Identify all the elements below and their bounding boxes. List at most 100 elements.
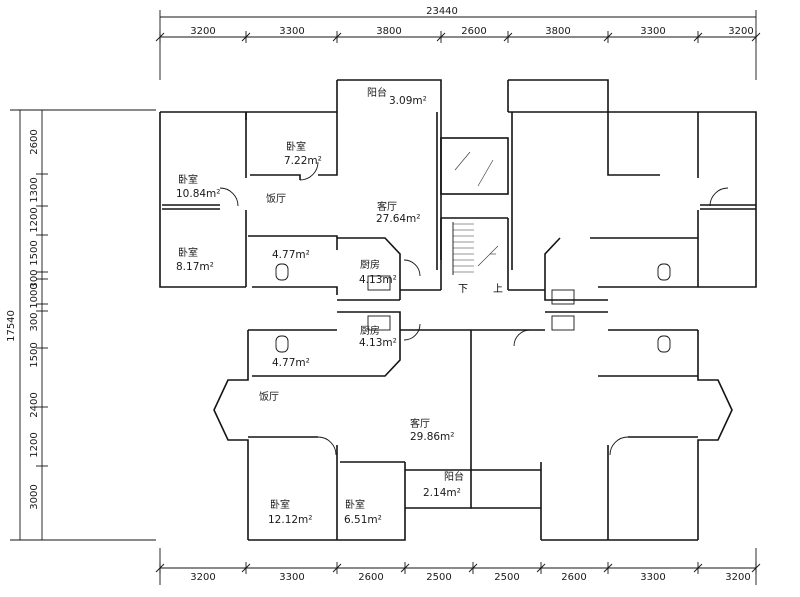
kitchen-upper xyxy=(337,237,401,301)
left-dim-2: 1300 xyxy=(29,177,40,202)
top-dim-3: 3800 xyxy=(376,26,401,37)
bed-c-name: 卧室 xyxy=(178,246,198,259)
bottom-dim-2: 3300 xyxy=(279,572,304,583)
bath-lower xyxy=(248,329,337,377)
living-lower-name: 客厅 xyxy=(410,417,430,430)
sink-icon xyxy=(551,315,575,331)
left-dim-4: 1500 xyxy=(29,240,40,265)
upper-right-kitchen xyxy=(544,237,608,301)
upper-right-balcony xyxy=(507,79,609,113)
toilet-icon xyxy=(657,335,671,353)
bed-d-area: 12.12m² xyxy=(268,514,313,526)
living-lower-area: 29.86m² xyxy=(410,431,455,443)
shaft-mark xyxy=(477,159,494,187)
lower-left-bedrooms xyxy=(248,436,406,541)
left-dim-7: 300 xyxy=(29,312,40,331)
upper-right-bed-a xyxy=(607,112,660,176)
stair-walls xyxy=(440,217,509,290)
bedroom-divider xyxy=(162,204,220,210)
left-dimension-chain: 17540 2600 1300 1200 1500 300 1000 300 1… xyxy=(6,109,156,541)
stair-down-label: 下 xyxy=(458,284,468,295)
top-dim-2: 3300 xyxy=(279,26,304,37)
core-shaft xyxy=(440,137,509,195)
kitchen-upper-area: 4.13m² xyxy=(359,274,397,286)
balcony-bottom-right xyxy=(471,469,541,509)
kitchen-lower-name: 厨房 xyxy=(360,324,380,337)
lower-left-west-wall xyxy=(213,330,249,540)
bath-upper-bottom xyxy=(252,286,338,295)
sink-icon xyxy=(367,315,391,331)
lower-right-east-wall xyxy=(697,330,733,540)
kitchen-lower xyxy=(337,311,401,377)
top-dim-1: 3200 xyxy=(190,26,215,37)
upper-right-bed-divider xyxy=(700,204,756,210)
top-dim-4: 2600 xyxy=(461,26,486,37)
bed-b-area: 10.84m² xyxy=(176,188,221,200)
dining-upper-name: 饭厅 xyxy=(266,193,286,205)
left-dim-5: 300 xyxy=(29,269,40,288)
living-upper-area: 27.64m² xyxy=(376,213,421,225)
bath-upper-top xyxy=(248,235,338,250)
bottom-dim-6: 2600 xyxy=(561,572,586,583)
bed-a-name: 卧室 xyxy=(286,140,306,153)
bottom-dim-5: 2500 xyxy=(494,572,519,583)
dining-lower-name: 饭厅 xyxy=(259,391,279,403)
left-dim-8: 1500 xyxy=(29,342,40,367)
toilet-icon xyxy=(275,335,289,353)
top-ticks xyxy=(155,31,761,43)
left-dim-9: 2400 xyxy=(29,392,40,417)
upper-left-west-wall xyxy=(159,112,246,288)
sink-icon xyxy=(551,289,575,305)
lower-right-bedrooms xyxy=(540,436,698,541)
bed-b-name: 卧室 xyxy=(178,173,198,186)
bottom-dim-1: 3200 xyxy=(190,572,215,583)
left-dim-3: 1200 xyxy=(29,207,40,232)
bed-c-area: 8.17m² xyxy=(176,261,214,273)
bottom-ticks xyxy=(155,562,761,574)
balcony-bottom-left xyxy=(405,469,472,509)
room-labels: 阳台 3.09m² 卧室 7.22m² 卧室 10.84m² 饭厅 客厅 27.… xyxy=(176,86,464,526)
bottom-dim-3: 2600 xyxy=(358,572,383,583)
balcony-bottom-name: 阳台 xyxy=(444,470,464,483)
left-ticks xyxy=(36,109,48,541)
bed-a-wall xyxy=(250,112,338,180)
door-swings xyxy=(219,161,729,456)
bed-a-area: 7.22m² xyxy=(284,155,322,167)
balcony-top-area: 3.09m² xyxy=(389,95,427,107)
kitchen-lower-area: 4.13m² xyxy=(359,337,397,349)
sink-icon xyxy=(367,275,391,291)
upper-right-bath xyxy=(590,237,698,288)
top-dim-6: 3300 xyxy=(640,26,665,37)
bottom-dimension-chain: 3200 3300 2600 2500 2500 2600 3300 3200 xyxy=(155,548,761,585)
overall-depth-label: 17540 xyxy=(6,310,17,342)
central-corridor xyxy=(400,289,545,331)
top-dim-7: 3200 xyxy=(728,26,753,37)
bath-lower-area: 4.77m² xyxy=(272,357,310,369)
bottom-dim-7: 3300 xyxy=(640,572,665,583)
toilet-icon xyxy=(275,263,289,281)
stair-up-label: 上 xyxy=(493,283,503,295)
kitchen-upper-name: 厨房 xyxy=(360,258,380,271)
balcony-top-name: 阳台 xyxy=(367,86,387,99)
top-dim-5: 3800 xyxy=(545,26,570,37)
bottom-dim-4: 2500 xyxy=(426,572,451,583)
walls: 下 上 xyxy=(159,79,757,541)
top-dimension-chain: 23440 3200 3300 3800 2600 3800 3300 3200 xyxy=(155,6,761,80)
bed-d-name: 卧室 xyxy=(270,498,290,511)
toilet-icon xyxy=(657,263,671,281)
lower-right-service xyxy=(545,311,698,377)
left-dim-11: 3000 xyxy=(29,484,40,509)
living-upper-name: 客厅 xyxy=(377,200,397,213)
bed-e-name: 卧室 xyxy=(345,498,365,511)
left-dim-10: 1200 xyxy=(29,432,40,457)
upper-right-outer-wall xyxy=(608,111,757,288)
balcony-bottom-area: 2.14m² xyxy=(423,487,461,499)
bed-e-area: 6.51m² xyxy=(344,514,382,526)
stair-treads xyxy=(452,222,499,275)
bottom-dim-8: 3200 xyxy=(725,572,750,583)
left-dim-6: 1000 xyxy=(29,283,40,308)
fixtures xyxy=(275,263,671,353)
bath-upper-area: 4.77m² xyxy=(272,249,310,261)
left-dim-1: 2600 xyxy=(29,129,40,154)
